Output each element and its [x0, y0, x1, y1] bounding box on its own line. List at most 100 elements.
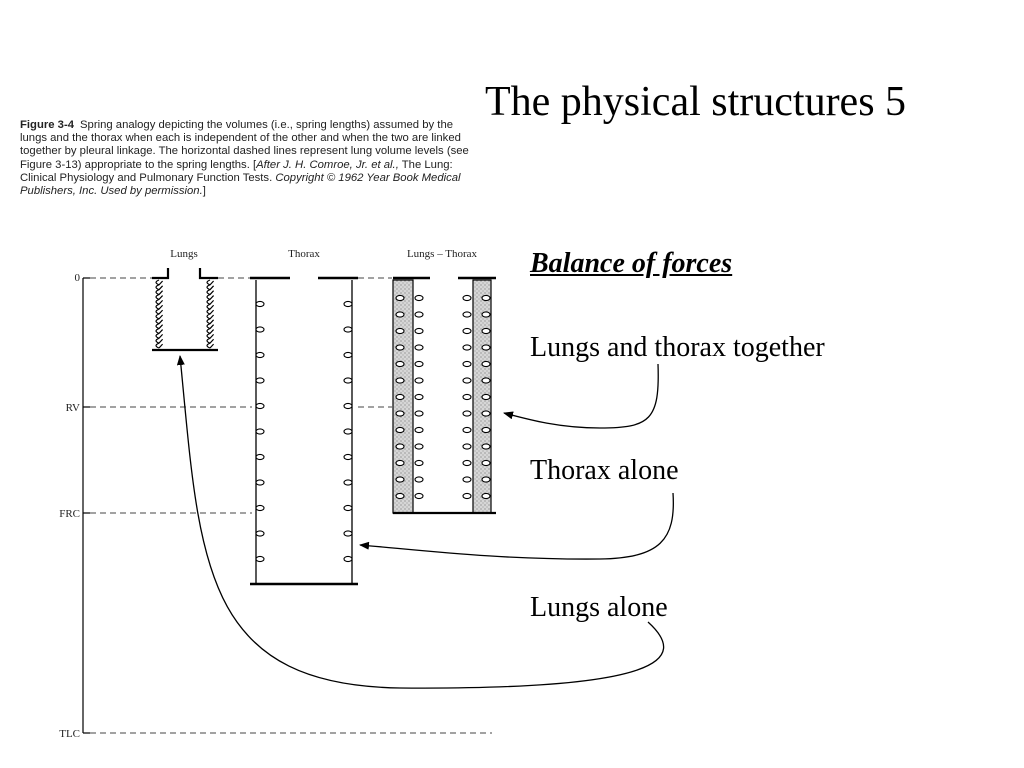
combined-spring-loop-2: [462, 294, 472, 302]
combined-spring-loop-20: [395, 377, 405, 384]
combined-spring-loop-50: [462, 492, 472, 500]
caption-text-3: ]: [202, 185, 206, 198]
combined-spring-loop-3: [481, 294, 491, 302]
caption-text-2: The Lung: Clinical Physiology and Pulmon…: [20, 158, 453, 184]
lungs-column-label: Lungs: [170, 248, 198, 260]
thorax-spring-loop-0: [255, 300, 265, 308]
combined-spring-loop-36: [395, 443, 405, 450]
slide-title: The physical structures 5: [485, 79, 907, 125]
caption-text-1: Spring analogy depicting the volumes (i.…: [20, 119, 469, 171]
arrow-lungs-alone: [176, 355, 665, 689]
arrow-thorax-alone: [359, 492, 674, 560]
thorax-spring-loop-15: [343, 479, 353, 486]
combined-spring-loop-18: [462, 360, 472, 368]
combined-spring-loop-35: [481, 426, 491, 434]
thorax-spring-loop-3: [343, 326, 353, 333]
combined-spring-loop-17: [414, 360, 424, 368]
thorax-spring-loop-13: [343, 453, 353, 461]
combined-spring-loop-19: [481, 360, 491, 368]
combined-spring-loop-22: [462, 377, 472, 384]
combined-spring-loop-46: [462, 476, 472, 483]
combined-spring-loop-30: [462, 410, 472, 417]
combined-spring-loop-51: [481, 492, 491, 500]
lungs-top-right-plate: [198, 268, 218, 280]
thorax-spring-loop-11: [343, 428, 353, 435]
combined-spring-loop-25: [414, 393, 424, 401]
label-thorax-alone: Thorax alone: [530, 455, 679, 486]
thorax-spring-loop-17: [343, 504, 353, 512]
combined-spring-loop-44: [395, 476, 405, 483]
combined-spring-loop-43: [481, 459, 491, 467]
combined-spring-loop-12: [395, 344, 405, 351]
caption-italic-1: After J. H. Comroe, Jr. et al.,: [256, 158, 399, 171]
combined-spring-loop-29: [414, 410, 424, 417]
combined-spring-loop-24: [395, 393, 405, 401]
combined-spring-loop-45: [414, 476, 424, 483]
thorax-spring-loop-5: [343, 351, 353, 359]
thorax-spring-loop-16: [255, 504, 265, 512]
label-lungs-alone: Lungs alone: [530, 592, 668, 623]
thorax-spring-loop-18: [255, 530, 265, 537]
combined-spring-loop-13: [414, 344, 424, 351]
thorax-spring-loop-10: [255, 428, 265, 435]
lungs-alone-spring: [152, 268, 218, 352]
combined-spring-loop-16: [395, 360, 405, 368]
level-label-zero: 0: [75, 272, 81, 284]
thorax-spring-loop-9: [343, 402, 353, 410]
caption-italic-2: Copyright © 1962 Year Book Medical Publi…: [20, 171, 461, 198]
level-label-frc: FRC: [59, 508, 80, 520]
lungs-top-left-plate: [152, 268, 170, 280]
combined-spring-loop-27: [481, 393, 491, 401]
combined-spring-loop-6: [462, 311, 472, 318]
label-lungs-thorax-together: Lungs and thorax together: [530, 332, 825, 363]
combined-spring-loop-42: [462, 459, 472, 467]
combined-spring-loop-1: [414, 294, 424, 302]
combined-spring-loop-37: [414, 443, 424, 450]
combined-spring-loop-4: [395, 311, 405, 318]
figure-label: Figure 3-4: [20, 119, 74, 131]
level-label-rv: RV: [66, 402, 80, 414]
dashed-level-lines: [90, 277, 492, 734]
thorax-spring-loop-19: [343, 530, 353, 537]
balance-of-forces-heading: Balance of forces: [530, 248, 733, 279]
thorax-spring-loop-2: [255, 326, 265, 333]
combined-spring-loop-38: [462, 443, 472, 450]
combined-spring-loop-8: [395, 327, 405, 335]
lungs-thorax-combined-spring: [392, 276, 496, 515]
combined-spring-loop-14: [462, 344, 472, 351]
thorax-spring-loop-6: [255, 377, 265, 384]
combined-spring-loop-7: [481, 311, 491, 318]
arrow-lungs-thorax-together: [503, 363, 659, 429]
thorax-spring-loops: [255, 300, 353, 563]
combined-spring-loop-31: [481, 410, 491, 417]
level-label-tlc: TLC: [59, 728, 80, 740]
combined-spring-loop-34: [462, 426, 472, 434]
thorax-spring-loop-12: [255, 453, 265, 461]
combined-spring-loop-26: [462, 393, 472, 401]
combined-spring-loop-33: [414, 426, 424, 434]
combined-spring-loop-48: [395, 492, 405, 500]
thorax-spring-loop-7: [343, 377, 353, 384]
combined-spring-loop-10: [462, 327, 472, 335]
thorax-spring-loop-8: [255, 402, 265, 410]
combined-spring-loop-40: [395, 459, 405, 467]
combined-spring-loop-49: [414, 492, 424, 500]
thorax-alone-spring: [250, 276, 358, 586]
thorax-spring-loop-4: [255, 351, 265, 359]
combined-spring-loop-41: [414, 459, 424, 467]
combined-spring-loop-0: [395, 294, 405, 302]
combined-spring-loops: [395, 294, 491, 500]
connector-arrows: [176, 355, 674, 689]
lungs-thorax-column-label: Lungs – Thorax: [407, 248, 478, 260]
combined-spring-loop-32: [395, 426, 405, 434]
combined-spring-loop-15: [481, 344, 491, 351]
lungs-right-coil: [206, 279, 215, 349]
combined-spring-loop-5: [414, 311, 424, 318]
thorax-spring-loop-14: [255, 479, 265, 486]
thorax-spring-loop-21: [343, 555, 353, 563]
thorax-spring-loop-20: [255, 555, 265, 563]
combined-spring-loop-23: [481, 377, 491, 384]
